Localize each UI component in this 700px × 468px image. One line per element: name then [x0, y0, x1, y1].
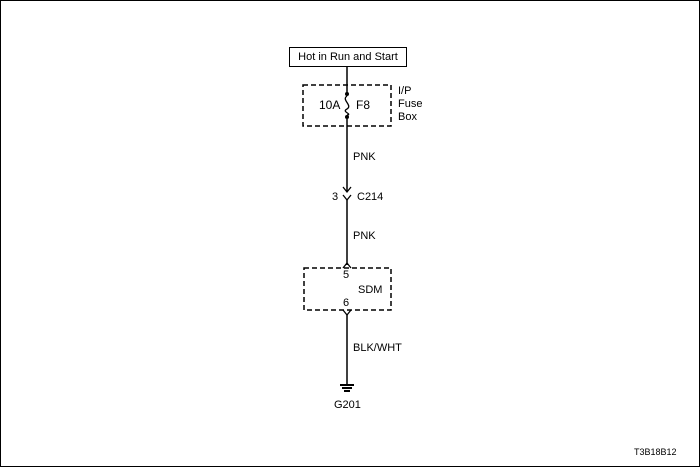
fuse-location-line2: Fuse	[398, 98, 423, 110]
figure-code: T3B18B12	[634, 447, 677, 457]
connector-c214-symbol-bottom	[342, 194, 352, 202]
wire-color-middle: PNK	[353, 230, 376, 242]
fuse-symbol	[344, 95, 350, 116]
connector-c214-symbol-top	[342, 186, 352, 194]
fuse-location-line3: Box	[398, 111, 417, 123]
sdm-name: SDM	[358, 284, 383, 296]
fuse-terminal-top	[345, 92, 349, 96]
fuse-terminal-bottom	[345, 115, 349, 119]
fuse-rating: 10A	[319, 98, 341, 112]
fuse-location-line1: I/P	[398, 85, 412, 97]
sdm-pin5-symbol	[342, 261, 352, 269]
sdm-pin-in: 5	[343, 269, 350, 281]
connector-pin: 3	[332, 191, 339, 203]
connector-id: C214	[357, 191, 384, 203]
wire-color-lower: BLK/WHT	[353, 342, 402, 354]
sdm-pin-out: 6	[343, 297, 350, 309]
ground-id: G201	[334, 399, 361, 411]
fuse-id: F8	[356, 98, 371, 112]
power-source-box: Hot in Run and Start	[289, 47, 407, 67]
wire-color-upper: PNK	[353, 151, 376, 163]
sdm-box-outline	[303, 267, 392, 311]
